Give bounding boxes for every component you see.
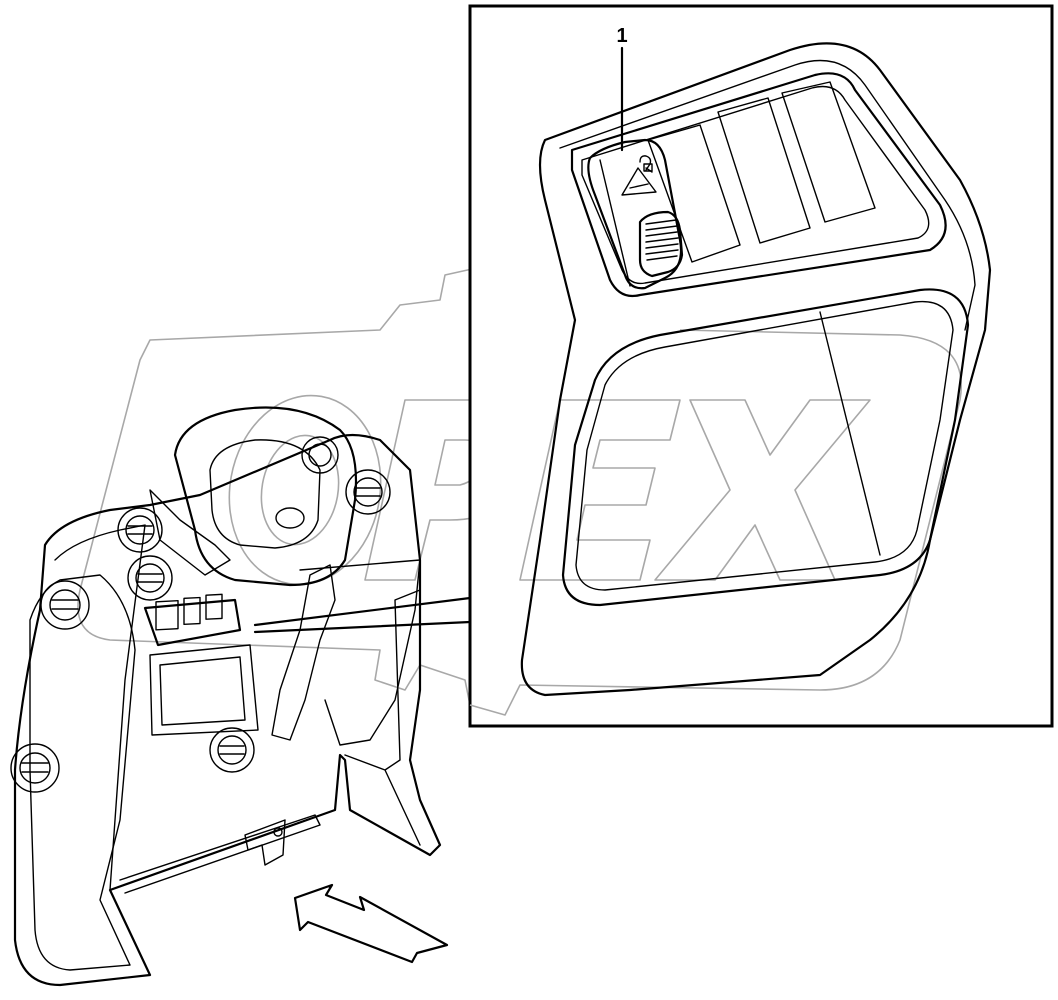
watermark-gear-detail [469, 329, 962, 716]
air-vent-upper-left [117, 507, 163, 553]
detail-view-box: 1 [468, 4, 1054, 728]
vent-ring [40, 580, 90, 630]
vent-ring [345, 469, 391, 515]
vent-ring [127, 555, 173, 601]
air-vent-mid-left [127, 555, 173, 601]
view-direction-arrow [293, 883, 449, 964]
air-vent-right [345, 469, 391, 515]
air-vent-bottom-center [209, 727, 255, 773]
detail-leader-lines [253, 596, 472, 634]
vent-louver [49, 589, 81, 621]
small-switch-3 [205, 593, 223, 620]
detail-frame [468, 4, 1054, 728]
vent-louver [353, 477, 383, 507]
rocker-switch [587, 138, 684, 290]
switch-panel-small [143, 598, 242, 647]
vent-louver [125, 515, 155, 545]
dashboard-bracket [244, 819, 286, 866]
small-switch-1 [155, 599, 179, 631]
vent-ring [10, 743, 60, 793]
small-switch-2 [183, 596, 201, 626]
leader-line-upper [253, 596, 472, 627]
watermark-letter-o-inner [260, 434, 340, 546]
steering-column [271, 564, 336, 741]
steering-column-shroud [299, 559, 421, 746]
dashboard-left-panel [13, 433, 442, 987]
leader-line-lower [253, 620, 472, 634]
display-screen [159, 656, 246, 726]
bracket-bolt [273, 827, 283, 837]
panel-inner-contour [559, 59, 976, 331]
dashboard-assembly [10, 406, 442, 987]
air-vent-far-left [40, 580, 90, 630]
callout-1-label: 1 [616, 25, 627, 47]
display-window-outer [561, 288, 970, 607]
blank-slot-2 [717, 97, 811, 244]
panel-outer-contour [520, 42, 992, 697]
vent-louver [217, 735, 247, 765]
steering-hub [275, 507, 305, 529]
vent-louver [19, 752, 51, 784]
vent-ring [209, 727, 255, 773]
display-window-inner [575, 300, 954, 591]
rocker-lock-icon [643, 163, 653, 172]
rocker-switch-press-pad [638, 210, 684, 278]
dashboard-lower-crossbar [119, 814, 321, 894]
vent-louver [135, 563, 165, 593]
switch-bezel [570, 72, 947, 298]
rocker-switch-face-edge [599, 159, 631, 287]
air-vent-lower-left [10, 743, 60, 793]
vent-ring [301, 436, 339, 474]
dashboard-right-leg [344, 589, 421, 846]
vent-ring [117, 507, 163, 553]
press-pad-ridges [645, 219, 679, 261]
vent-louver [308, 443, 332, 467]
dashboard-left-inner-edge [54, 524, 146, 891]
watermark-letter-o [228, 394, 382, 586]
blank-slot-3 [781, 81, 876, 223]
display-reflection-line [819, 311, 881, 556]
watermark-letter-e-detail [519, 399, 681, 581]
display-housing [149, 644, 259, 736]
rocker-rear-lock-symbol [621, 155, 657, 196]
air-vent-upper-right [301, 436, 339, 474]
steering-wheel-outer [173, 406, 358, 587]
steering-wheel-inner [209, 439, 321, 549]
